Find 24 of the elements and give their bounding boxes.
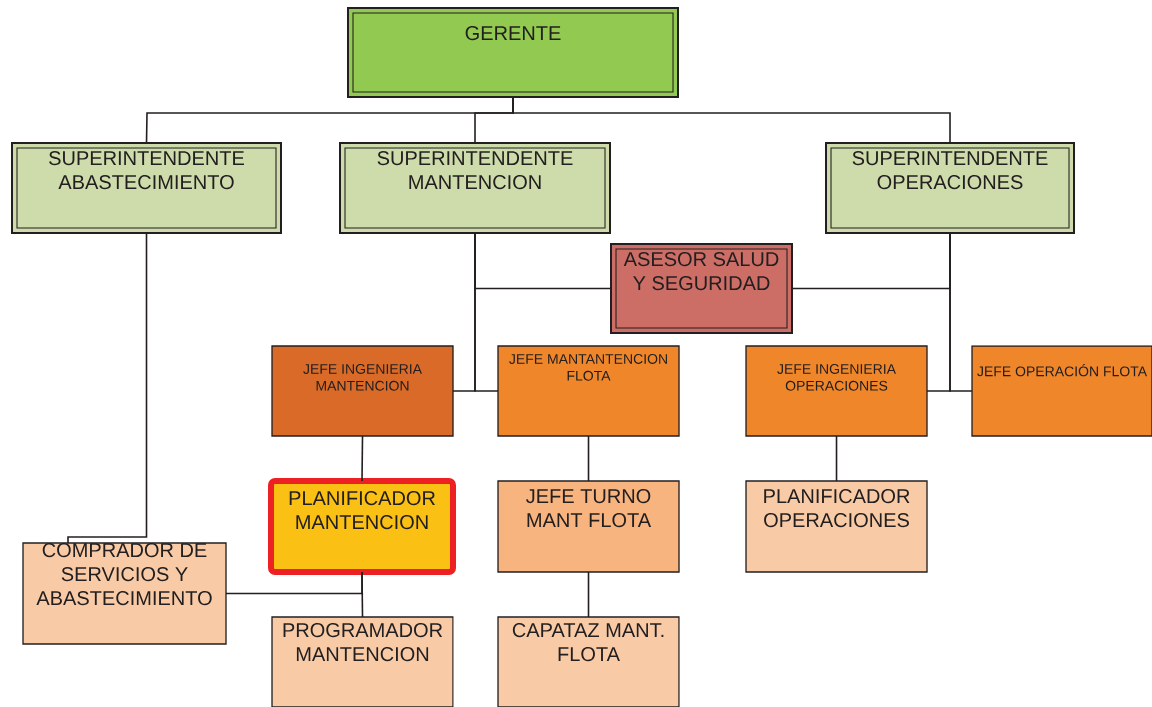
connector-line bbox=[835, 435, 838, 482]
connector-line bbox=[474, 232, 499, 392]
connector-line bbox=[67, 232, 148, 544]
title-box: ASESOR SALUD Y SEGURIDAD bbox=[610, 243, 793, 334]
connector-line bbox=[587, 571, 590, 618]
connector-line bbox=[587, 435, 590, 482]
connector-line bbox=[512, 96, 951, 144]
connector-line bbox=[361, 435, 364, 482]
role-box: JEFE INGENIERIA OPERACIONES bbox=[745, 345, 928, 437]
role-box: CAPATAZ MANT. FLOTA bbox=[497, 616, 680, 707]
connector-line bbox=[949, 232, 973, 392]
title-box: SUPERINTENDENTE OPERACIONES bbox=[825, 142, 1075, 234]
role-box: PROGRAMADOR MANTENCION bbox=[271, 616, 454, 707]
highlighted-role-box: PLANIFICADOR MANTENCION bbox=[268, 478, 456, 575]
role-box: JEFE TURNO MANT FLOTA bbox=[497, 480, 680, 573]
connector-line bbox=[225, 571, 363, 595]
role-box: JEFE OPERACIÓN FLOTA bbox=[971, 345, 1152, 437]
title-box: GERENTE bbox=[347, 7, 679, 98]
role-box: JEFE MANTANTENCION FLOTA bbox=[497, 345, 680, 437]
role-box: JEFE INGENIERIA MANTENCION bbox=[271, 345, 454, 437]
title-box: SUPERINTENDENTE ABASTECIMIENTO bbox=[11, 142, 282, 234]
role-box: PLANIFICADOR OPERACIONES bbox=[745, 480, 928, 573]
role-box: COMPRADOR DE SERVICIOS Y ABASTECIMIENTO bbox=[22, 542, 227, 645]
title-box: SUPERINTENDENTE MANTENCION bbox=[339, 142, 611, 234]
